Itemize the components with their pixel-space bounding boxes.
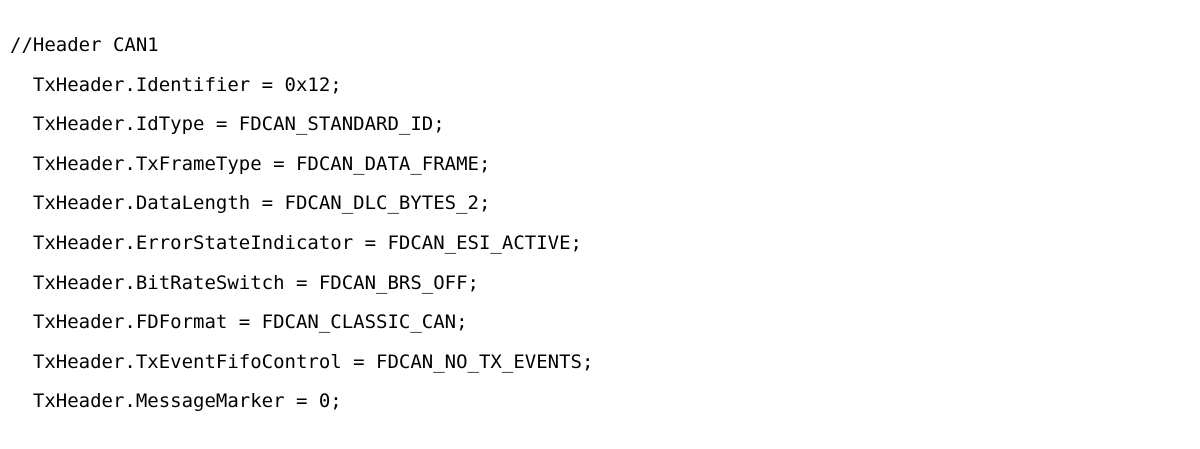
code-line: TxHeader.DataLength = FDCAN_DLC_BYTES_2; bbox=[10, 192, 491, 215]
code-line: TxHeader.TxEventFifoControl = FDCAN_NO_T… bbox=[10, 350, 594, 373]
code-line: TxHeader.Identifier = 0x12; bbox=[10, 73, 342, 96]
code-line: TxHeader.ErrorStateIndicator = FDCAN_ESI… bbox=[10, 231, 582, 254]
code-line: TxHeader.FDFormat = FDCAN_CLASSIC_CAN; bbox=[10, 311, 468, 334]
code-snippet: //Header CAN1 TxHeader.Identifier = 0x12… bbox=[10, 34, 594, 413]
code-line: TxHeader.TxFrameType = FDCAN_DATA_FRAME; bbox=[10, 152, 491, 175]
code-line-comment: //Header CAN1 bbox=[10, 34, 159, 56]
code-line: TxHeader.IdType = FDCAN_STANDARD_ID; bbox=[10, 113, 445, 136]
code-line: TxHeader.BitRateSwitch = FDCAN_BRS_OFF; bbox=[10, 271, 479, 294]
code-line: TxHeader.MessageMarker = 0; bbox=[10, 390, 342, 413]
